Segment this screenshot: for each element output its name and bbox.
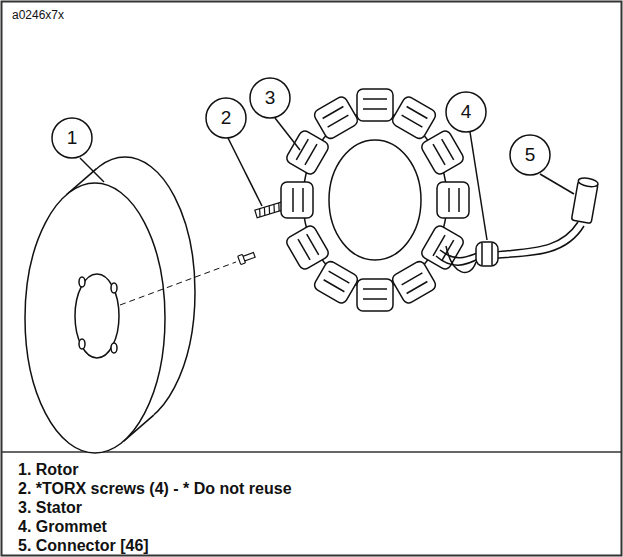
torx-screw (255, 202, 284, 218)
callout-number: 2 (206, 107, 246, 129)
legend-line: 3. Stator (18, 499, 578, 517)
callout-number: 5 (510, 144, 550, 166)
stator (281, 89, 469, 311)
small-screw (238, 251, 256, 265)
legend-line: 2. *TORX screws (4) - * Do not reuse (18, 480, 578, 498)
callouts (52, 78, 574, 240)
rotor (25, 157, 195, 453)
legend-line: 1. Rotor (18, 461, 578, 479)
wire-harness (436, 222, 584, 273)
callout-number: 3 (250, 87, 290, 109)
legend-line: 5. Connector [46] (18, 537, 578, 555)
figure-id: a0246x7x (12, 9, 152, 23)
callout-number: 4 (446, 101, 486, 123)
assembly-line (120, 262, 236, 305)
legend-line: 4. Grommet (18, 518, 578, 536)
callout-number: 1 (52, 127, 92, 149)
connector (571, 177, 598, 224)
grommet (476, 242, 498, 266)
